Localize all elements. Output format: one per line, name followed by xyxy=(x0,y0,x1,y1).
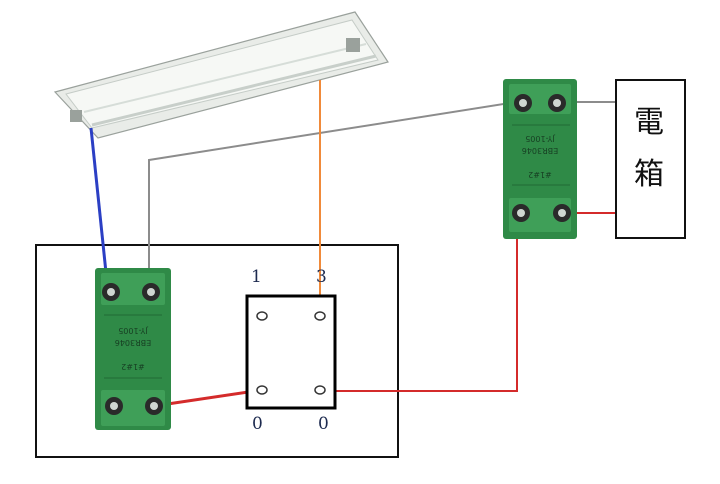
terminal-1 xyxy=(256,311,268,321)
neutral-wire xyxy=(89,127,110,293)
panel-label-line1: 電 xyxy=(634,105,664,140)
terminal-label-0-right: 0 xyxy=(318,414,329,434)
distribution-panel xyxy=(615,79,686,239)
terminal-3 xyxy=(314,311,326,321)
ground-wire-to-box xyxy=(148,102,511,290)
live-wire-switch xyxy=(153,388,263,408)
module-right-print-c: #1#2 xyxy=(528,170,552,179)
junction-box xyxy=(35,244,399,458)
terminal-label-1: 1 xyxy=(251,267,262,287)
module-right-print-a: EBR3046 xyxy=(522,146,558,155)
module-left-print-a: EBR3046 xyxy=(115,338,151,347)
module-right-print-b: JY-1005 xyxy=(525,134,556,143)
switch-module-left: EBR3046 JY-1005 #1#2 xyxy=(95,268,171,430)
module-left-print-b: JY-1005 xyxy=(118,326,149,335)
terminal-0-left xyxy=(256,385,268,395)
switch-module-right: EBR3046 JY-1005 #1#2 xyxy=(503,79,577,239)
terminal-0-right xyxy=(314,385,326,395)
terminal-label-3: 3 xyxy=(316,267,327,287)
live-wire-feed xyxy=(320,222,518,392)
fluorescent-fixture xyxy=(53,11,389,139)
terminal-label-0-left: 0 xyxy=(252,414,263,434)
panel-label-line2: 箱 xyxy=(634,157,664,192)
module-left-print-c: #1#2 xyxy=(121,362,145,371)
